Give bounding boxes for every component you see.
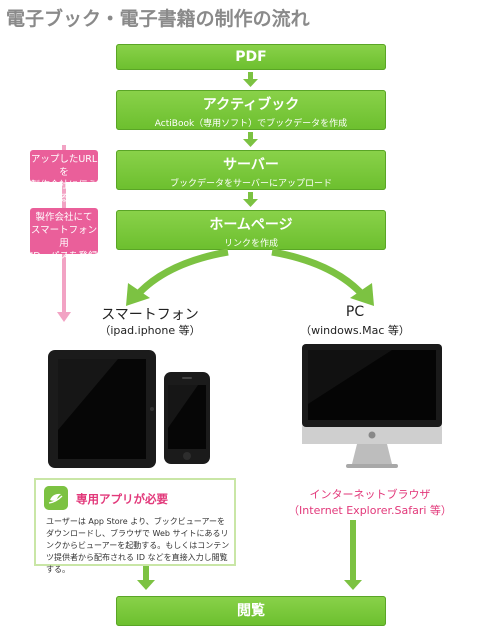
step-server-label: サーバー [223,157,279,173]
step-actibook: アクティブック ActiBook（専用ソフト）でブックデータを作成 [116,90,386,130]
step-homepage-sub: リンクを作成 [223,239,278,249]
step-pdf-label: PDF [235,49,267,65]
app-title: 専用アプリが必要 [76,492,168,506]
side-note-id-line1: 製作会社にて [35,212,93,223]
step-actibook-sub: ActiBook（専用ソフト）でブックデータを作成 [154,119,348,129]
step-server: サーバー ブックデータをサーバーにアップロード [116,150,386,190]
iphone-image [164,372,210,464]
imac-image [302,344,442,468]
browser-examples: （Internet Explorer.Safari 等） [288,504,452,517]
step-actibook-label: アクティブック [202,97,300,113]
side-note-id-line2: スマートフォン用 [30,225,98,249]
step-view-label: 閲覧 [237,603,265,619]
page-title: 電子ブック・電子書籍の制作の流れ [6,8,310,30]
ipad-image [48,350,156,468]
app-description: ユーザーは App Store より、ブックビューアーをダウンロードし、ブラウザ… [46,517,230,574]
pc-title: PC [345,304,365,320]
step-homepage-label: ホームページ [209,217,293,233]
step-view: 閲覧 [116,596,386,626]
app-icon [44,486,68,510]
step-pdf: PDF [116,44,386,70]
smartphone-title: スマートフォン [101,307,199,323]
step-server-sub: ブックデータをサーバーにアップロード [170,179,332,189]
pc-subtitle: （windows.Mac 等） [300,324,410,337]
step-homepage: ホームページ リンクを作成 [116,210,386,250]
browser-title: インターネットブラウザ [309,488,431,501]
side-note-url-line2: 製作会社に伝える [30,180,98,204]
side-note-url-line1: アップしたURLを [30,154,98,178]
side-note-id: 製作会社にて スマートフォン用 ID・パスを登録 [30,208,98,262]
smartphone-subtitle: （ipad.iphone 等） [99,324,201,337]
side-note-id-line3: ID・パスを登録 [30,251,98,262]
side-note-url: アップしたURLを 製作会社に伝える [30,150,98,204]
